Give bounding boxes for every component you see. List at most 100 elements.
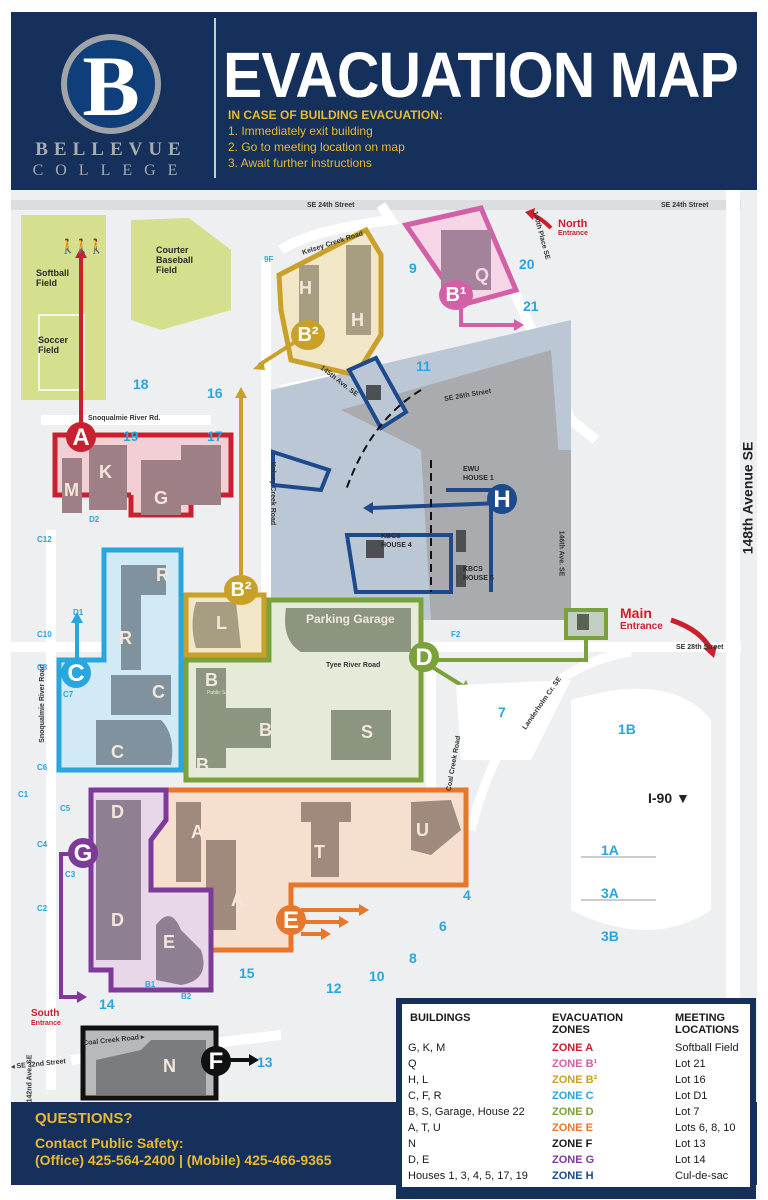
header-divider [214,18,216,178]
ewu-house-1: EWU HOUSE 1 [463,466,494,482]
street-se-24th-left: SE 24th Street [307,202,355,209]
legend-header-zones-1: EVACUATION [552,1012,624,1024]
building-a-south: A [231,890,244,910]
street-146th-ave: 146th Ave. SE [557,530,565,577]
contact-phone-numbers: (Office) 425-564-2400 | (Mobile) 425-466… [35,1152,332,1168]
zone-d-badge: D [409,642,439,672]
legend-buildings: A, T, U [408,1122,441,1134]
meeting-point-icon: 🚶🚶🚶 [59,238,105,254]
legend-zone: ZONE A [552,1042,594,1054]
instructions-heading: IN CASE OF BUILDING EVACUATION: [228,108,443,122]
building-t: T [314,842,325,862]
building-s: S [361,722,374,742]
zone-e-badge: E [276,905,306,935]
lot-13: 13 [257,1054,273,1070]
building-r-north: R [156,565,169,585]
lot-1b: 1B [618,721,636,737]
college-logo: B [61,34,161,134]
legend-location: Lot D1 [675,1090,708,1102]
legend-location: Softball Field [675,1042,739,1054]
lot-d2: D2 [89,515,100,524]
legend-buildings: N [408,1138,416,1150]
lot-c12: C12 [37,535,52,544]
logo-letter: B [82,38,140,134]
instruction-step-1: 1. Immediately exit building [228,124,373,138]
legend-row: N ZONE F Lot 13 [408,1138,748,1154]
kbcs-house-5: KBCS HOUSE 5 [463,566,494,582]
baseball-field-label: Courter Baseball Field [156,245,194,275]
lot-c5: C5 [60,804,71,813]
lot-c6: C6 [37,763,48,772]
zone-a-badge: A [66,422,96,452]
lot-21: 21 [523,298,539,314]
kbcs-house-4: KBCS HOUSE 4 [381,533,412,549]
main-entrance-sub: Entrance [620,621,663,632]
legend-row: A, T, U ZONE E Lots 6, 8, 10 [408,1122,748,1138]
legend-row: D, E ZONE G Lot 14 [408,1154,748,1170]
lot-c1: C1 [18,790,29,799]
legend-buildings: D, E [408,1154,430,1166]
legend-zone: ZONE F [552,1138,593,1150]
legend-location: Lot 21 [675,1058,706,1070]
lot-c2: C2 [37,904,48,913]
legend-zone: ZONE H [552,1170,594,1182]
lot-6: 6 [439,918,447,934]
lot-11: 11 [416,358,431,374]
lot-15: 15 [239,965,255,981]
building-d-south: D [111,910,124,930]
lot-8: 8 [409,950,417,966]
legend-row: B, S, Garage, House 22 ZONE D Lot 7 [408,1106,748,1122]
building-g: G [154,488,169,508]
lot-f2: F2 [451,630,461,639]
building-k: K [99,462,112,482]
map-graphics [11,190,741,1102]
lot-c3: C3 [65,870,76,879]
legend-row: G, K, M ZONE A Softball Field [408,1042,748,1058]
street-se-24th-right: SE 24th Street [661,202,709,209]
legend-zone: ZONE G [552,1154,595,1166]
legend-header-buildings: BUILDINGS [410,1012,471,1024]
lot-c8: C8 [37,663,48,672]
lot-d1: D1 [73,608,84,617]
evacuation-map-poster: B BELLEVUE COLLEGE EVACUATION MAP IN CAS… [11,12,757,1199]
lot-c4: C4 [37,840,48,849]
instruction-step-2: 2. Go to meeting location on map [228,140,405,154]
legend-buildings: B, S, Garage, House 22 [408,1106,525,1118]
legend-row: C, F, R ZONE C Lot D1 [408,1090,748,1106]
legend-zone: ZONE D [552,1106,594,1118]
soccer-field-label: Soccer Field [38,335,69,355]
legend-zone: ZONE B¹ [552,1058,598,1070]
building-c-south: C [111,742,124,762]
building-n: N [163,1056,176,1076]
zone-f-badge: F [201,1046,231,1076]
lot-c7: C7 [63,690,74,699]
building-a-north: A [191,822,204,842]
south-entrance-label: South [31,1008,60,1019]
lot-9f: 9F [264,255,274,264]
campus-map: SE 24th Street SE 24th Street Kelsey Cre… [11,190,757,1102]
lot-10: 10 [369,968,385,984]
legend-location: Lot 7 [675,1106,700,1118]
lot-17: 17 [207,428,223,444]
building-c-east: C [152,682,165,702]
highway-i90: I-90 ▼ [648,790,690,806]
south-entrance-sub: Entrance [31,1020,61,1027]
logo-college-name: BELLEVUE [35,139,187,160]
zone-b1-badge: B¹ [439,280,473,310]
lot-4: 4 [463,887,471,903]
building-u: U [416,820,429,840]
zone-b2-badge-l: B² [224,575,258,605]
softball-field-label: Softball Field [36,268,69,288]
building-l: L [216,613,227,633]
legend-header-zones-2: ZONES [552,1024,590,1036]
building-b-central: B [259,720,272,740]
legend-row: Houses 1, 3, 4, 5, 17, 19 ZONE H Cul-de-… [408,1170,748,1186]
lot-18: 18 [133,376,149,392]
lot-1a: 1A [601,842,619,858]
street-se-28th: SE 28th Street [676,644,724,651]
building-e: E [163,932,176,952]
legend-header-meeting-1: MEETING [675,1012,726,1024]
building-q: Q [475,265,490,285]
street-148th-avenue: 148th Avenue SE [739,441,756,555]
lot-20: 20 [519,256,535,272]
